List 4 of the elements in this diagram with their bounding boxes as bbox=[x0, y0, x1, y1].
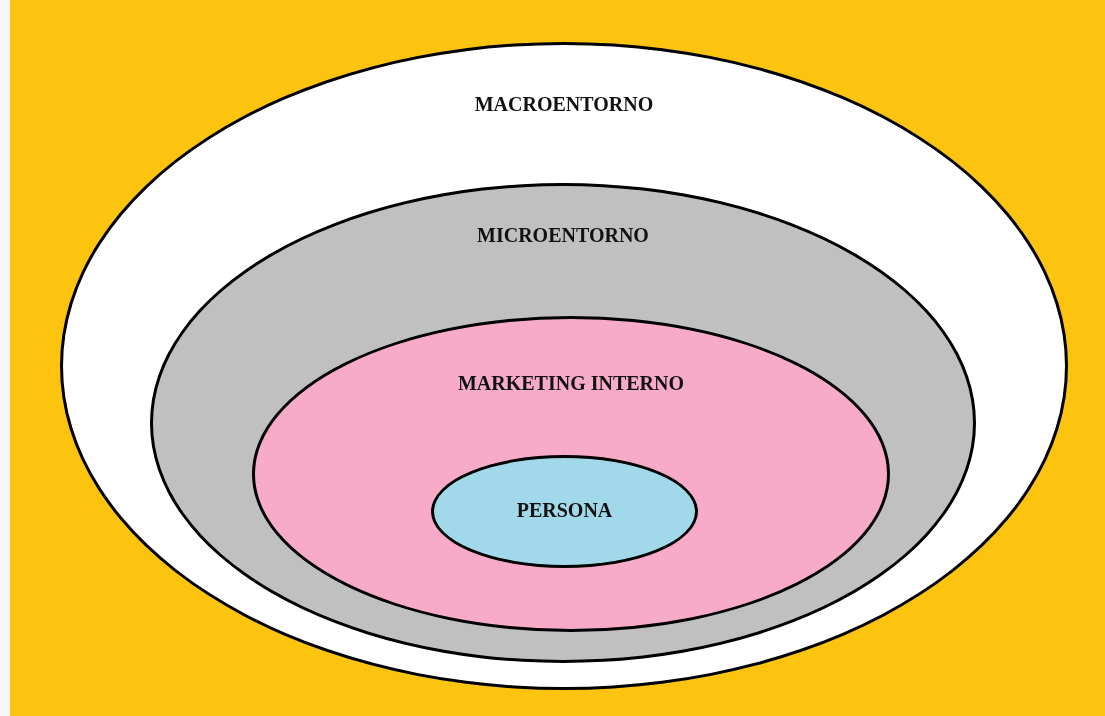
ring-label: MARKETING INTERNO bbox=[456, 372, 686, 395]
ring-label: PERSONA bbox=[515, 498, 614, 522]
ring-label: MACROENTORNO bbox=[473, 93, 655, 116]
ring-label: MICROENTORNO bbox=[476, 224, 650, 247]
